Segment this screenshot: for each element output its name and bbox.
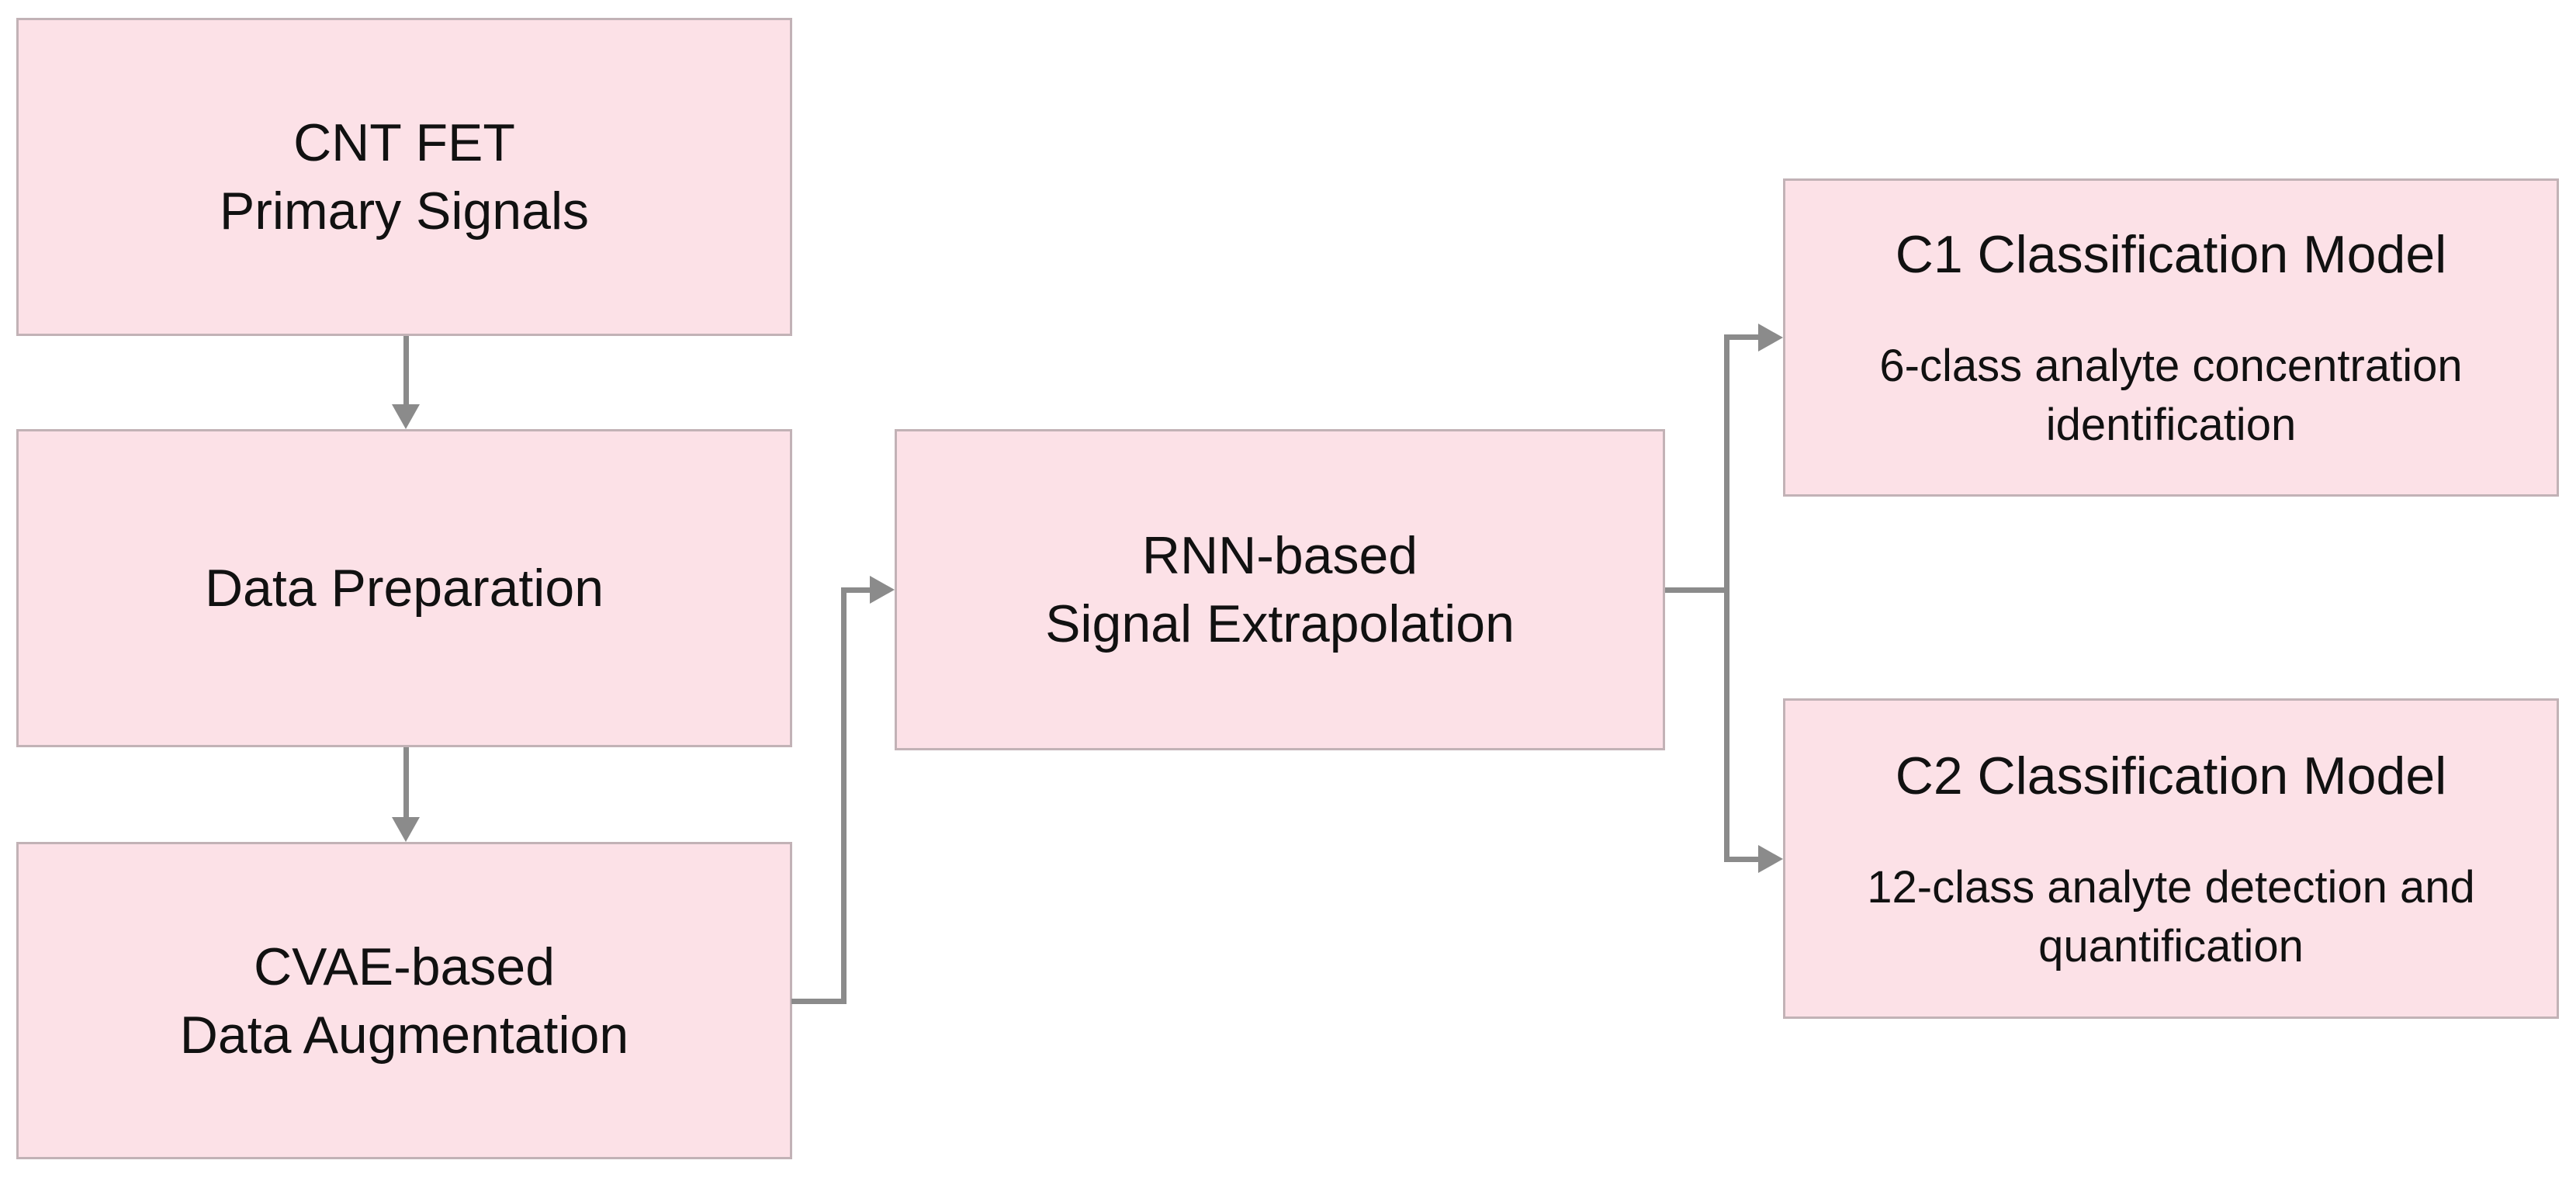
node-c2-classification-model: C2 Classification Model 12-class analyte… — [1783, 698, 2559, 1019]
connector-cvae-to-rnn-segment-out — [791, 999, 847, 1004]
node-title: C2 Classification Model — [1895, 746, 2447, 805]
node-label-line: Data Preparation — [204, 559, 604, 618]
arrowhead-down-cntfet-to-dataprep — [392, 404, 420, 429]
node-c1-classification-model: C1 Classification Model 6-class analyte … — [1783, 178, 2559, 497]
connector-split-to-c1-line — [1724, 334, 1758, 340]
connector-cntfet-to-dataprep-line — [403, 336, 409, 404]
arrowhead-right-cvae-to-rnn — [870, 576, 895, 604]
connector-split-vertical-line — [1724, 334, 1729, 862]
node-label-line: Signal Extrapolation — [1045, 594, 1515, 653]
connector-split-to-c2-line — [1724, 857, 1758, 862]
connector-rnn-output-line — [1665, 587, 1729, 593]
node-subtitle: 6-class analyte concentration identifica… — [1879, 341, 2463, 450]
node-cvae-data-augmentation: CVAE-based Data Augmentation — [16, 842, 792, 1159]
connector-dataprep-to-cvae-line — [403, 747, 409, 817]
arrowhead-down-dataprep-to-cvae — [392, 817, 420, 842]
node-rnn-signal-extrapolation: RNN-based Signal Extrapolation — [895, 429, 1665, 750]
node-label-line: CNT FET — [293, 113, 515, 172]
arrowhead-right-to-c2 — [1758, 845, 1783, 873]
arrowhead-right-to-c1 — [1758, 324, 1783, 352]
node-label-line: Data Augmentation — [179, 1005, 629, 1065]
connector-cvae-to-rnn-segment-in — [841, 587, 870, 593]
node-label-line: Primary Signals — [219, 182, 590, 241]
node-label-line: CVAE-based — [253, 937, 556, 996]
node-subtitle: 12-class analyte detection and quantific… — [1867, 861, 2475, 971]
node-label-line: RNN-based — [1141, 526, 1418, 585]
node-title: C1 Classification Model — [1895, 225, 2447, 284]
node-data-preparation: Data Preparation — [16, 429, 792, 747]
connector-cvae-to-rnn-segment-up — [841, 587, 847, 1004]
node-cnt-fet-primary-signals: CNT FET Primary Signals — [16, 18, 792, 336]
